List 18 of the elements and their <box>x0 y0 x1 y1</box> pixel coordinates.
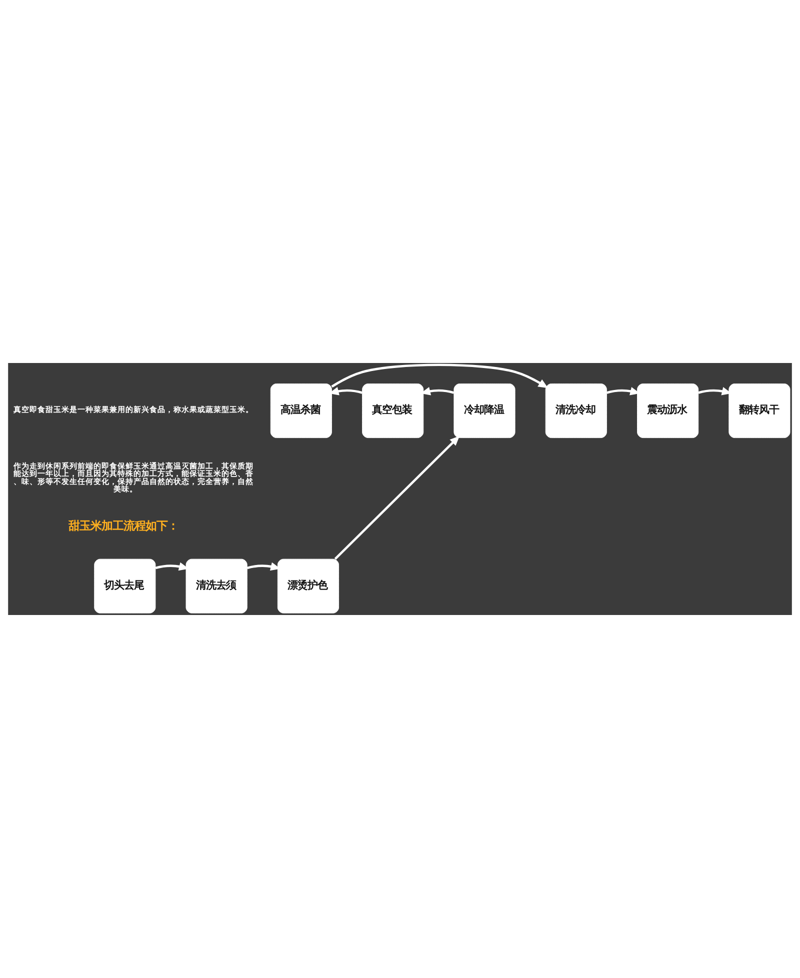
arrow <box>328 387 362 396</box>
arrow <box>606 387 640 396</box>
label: 甜玉米加工流程如下： <box>68 520 178 533</box>
arrow <box>334 436 460 560</box>
arrow <box>246 562 280 571</box>
arrow <box>331 364 548 388</box>
node-box: 震动沥水 <box>637 384 699 438</box>
arrow <box>698 387 732 396</box>
arrow <box>155 562 189 571</box>
node-box: 冷却降温 <box>454 384 516 438</box>
arrow <box>420 387 454 396</box>
node-box: 清洗去须 <box>186 558 248 614</box>
node-box: 漂烫护色 <box>277 558 339 614</box>
node-box: 翻转风干 <box>728 384 790 438</box>
node-box: 清洗冷却 <box>545 384 607 438</box>
node-box: 切头去尾 <box>94 558 156 614</box>
node-box: 真空包装 <box>362 384 424 438</box>
node-box: 高温杀菌 <box>270 384 332 438</box>
